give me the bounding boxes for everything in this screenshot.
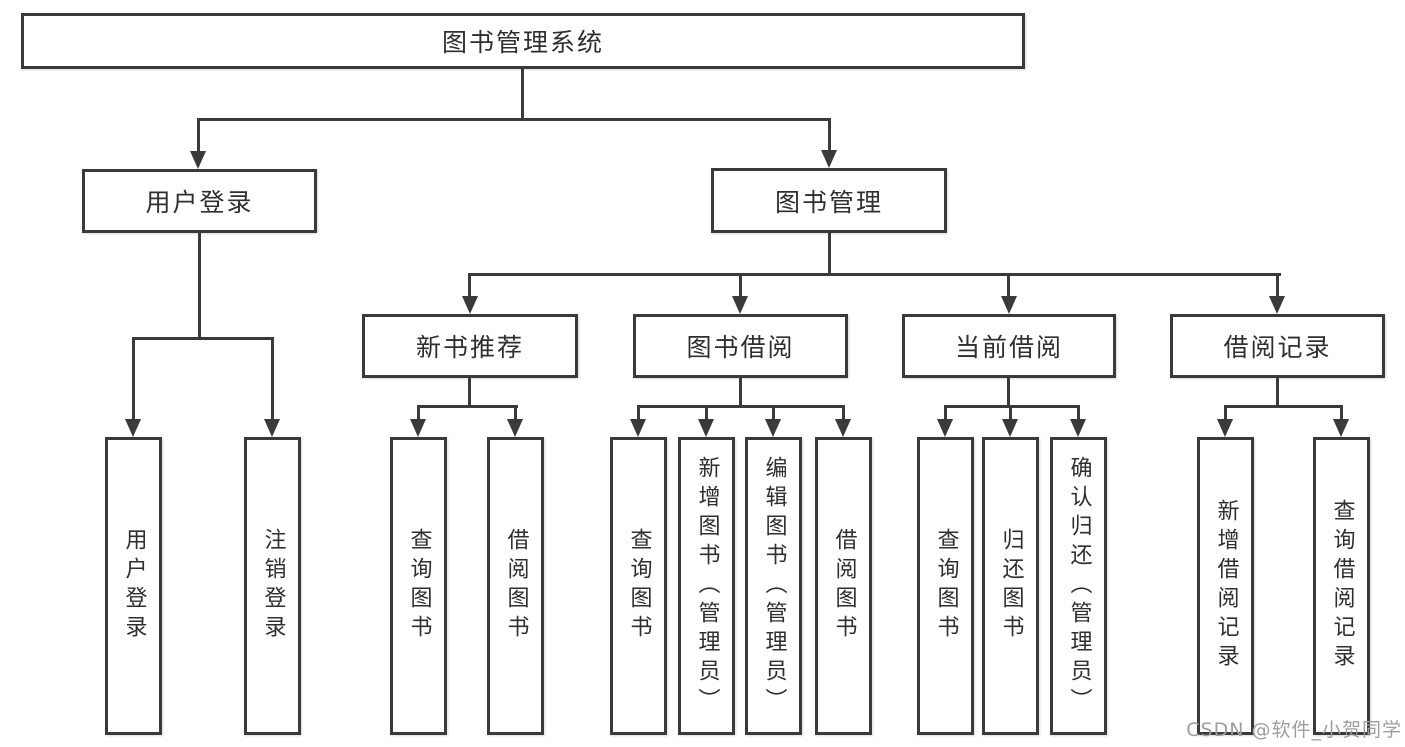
connector-line	[637, 405, 640, 421]
node-user-login: 用户登录	[82, 169, 317, 233]
leaf-query-borrow-record: 查询借阅记录	[1313, 437, 1370, 735]
connector-line	[944, 405, 1080, 408]
leaf-label: 用户登录	[121, 528, 147, 644]
leaf-borrow-books: 借阅图书	[815, 437, 872, 735]
connector-line	[1007, 378, 1010, 408]
arrowhead-down-icon	[732, 296, 748, 314]
connector-line	[521, 69, 524, 121]
arrowhead-down-icon	[1002, 419, 1018, 437]
arrowhead-down-icon	[462, 296, 478, 314]
arrowhead-down-icon	[190, 151, 206, 169]
connector-line	[739, 378, 742, 408]
arrowhead-down-icon	[1269, 296, 1285, 314]
arrowhead-down-icon	[630, 419, 646, 437]
node-root: 图书管理系统	[21, 13, 1025, 69]
connector-line	[197, 118, 200, 152]
connector-line	[514, 405, 517, 421]
leaf-label: 借阅图书	[831, 528, 857, 644]
connector-line	[468, 273, 1281, 276]
leaf-return-books: 归还图书	[982, 437, 1039, 735]
connector-line	[1224, 405, 1343, 408]
connector-line	[132, 337, 274, 340]
arrowhead-down-icon	[937, 419, 953, 437]
leaf-user-login: 用户登录	[105, 437, 162, 735]
connector-line	[197, 118, 831, 121]
connector-line	[828, 233, 831, 276]
leaf-label: 查询图书	[933, 528, 959, 644]
node-book-management: 图书管理	[711, 168, 947, 233]
arrowhead-down-icon	[1001, 296, 1017, 314]
leaf-label: 查询图书	[626, 528, 652, 644]
leaf-logout: 注销登录	[244, 437, 301, 735]
arrowhead-down-icon	[835, 419, 851, 437]
leaf-label: 新增图书（管理员）	[694, 455, 720, 717]
connector-line	[1007, 276, 1010, 298]
leaf-label: 确认归还（管理员）	[1066, 455, 1092, 717]
connector-line	[1224, 405, 1227, 421]
connector-line	[417, 405, 518, 408]
leaf-borrow-books-recommend: 借阅图书	[487, 437, 544, 735]
leaf-query-books-borrow: 查询图书	[610, 437, 667, 735]
connector-line	[828, 118, 831, 151]
leaf-edit-book-admin: 编辑图书（管理员）	[745, 437, 802, 735]
leaf-add-book-admin: 新增图书（管理员）	[678, 437, 735, 735]
node-new-book-recommend: 新书推荐	[362, 314, 578, 378]
connector-line	[1340, 405, 1343, 421]
arrowhead-down-icon	[821, 150, 837, 168]
leaf-label: 借阅图书	[503, 528, 529, 644]
leaf-query-books-recommend: 查询图书	[390, 437, 447, 735]
leaf-label: 编辑图书（管理员）	[761, 455, 787, 717]
leaf-confirm-return-admin: 确认归还（管理员）	[1050, 437, 1107, 735]
connector-line	[1276, 276, 1279, 298]
leaf-add-borrow-record: 新增借阅记录	[1197, 437, 1254, 735]
node-book-borrow: 图书借阅	[633, 314, 848, 378]
connector-line	[468, 276, 471, 298]
arrowhead-down-icon	[1333, 419, 1349, 437]
leaf-label: 查询图书	[406, 528, 432, 644]
connector-line	[132, 337, 135, 420]
connector-line	[468, 378, 471, 408]
connector-line	[705, 405, 708, 421]
leaf-label: 查询借阅记录	[1329, 499, 1355, 673]
arrowhead-down-icon	[765, 419, 781, 437]
leaf-label: 归还图书	[998, 528, 1024, 644]
arrowhead-down-icon	[507, 419, 523, 437]
connector-line	[739, 276, 742, 298]
arrowhead-down-icon	[698, 419, 714, 437]
connector-line	[417, 405, 420, 421]
connector-line	[637, 405, 845, 408]
arrowhead-down-icon	[1070, 419, 1086, 437]
connector-line	[1009, 405, 1012, 421]
arrowhead-down-icon	[1217, 419, 1233, 437]
connector-line	[1077, 405, 1080, 421]
arrowhead-down-icon	[264, 419, 280, 437]
leaf-label: 注销登录	[260, 528, 286, 644]
connector-line	[198, 233, 201, 340]
connector-line	[772, 405, 775, 421]
node-borrow-records: 借阅记录	[1170, 314, 1385, 378]
leaf-label: 新增借阅记录	[1213, 499, 1239, 673]
arrowhead-down-icon	[410, 419, 426, 437]
arrowhead-down-icon	[125, 419, 141, 437]
connector-line	[271, 337, 274, 420]
leaf-query-books-current: 查询图书	[917, 437, 974, 735]
connector-line	[842, 405, 845, 421]
csdn-watermark: CSDN @软件_小贺同学	[1186, 719, 1402, 741]
node-current-borrow: 当前借阅	[902, 314, 1116, 378]
connector-line	[1276, 378, 1279, 408]
connector-line	[944, 405, 947, 421]
